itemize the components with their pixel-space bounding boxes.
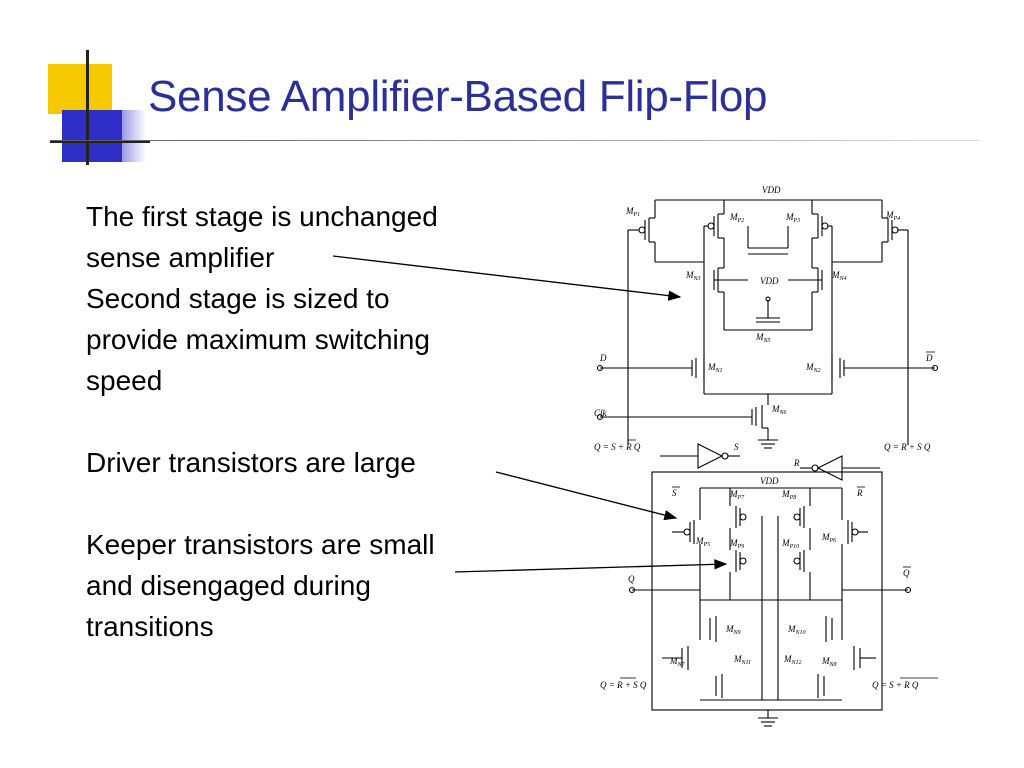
- deco-blue-square: [62, 110, 122, 162]
- text-line: provide maximum switching: [86, 324, 430, 355]
- transistor-label-mn1: MN1: [707, 362, 723, 374]
- clk-input-label: Clk: [594, 408, 608, 418]
- transistor-label-mn12: MN12: [783, 654, 802, 666]
- text-line: The first stage is unchanged: [86, 201, 438, 232]
- vdd-inner-label: VDD: [760, 276, 779, 286]
- r-bar-label: R: [856, 488, 863, 498]
- d-bar-input-label: D: [925, 353, 933, 363]
- arrow-to-keeper: [454, 559, 728, 573]
- deco-horizontal-line: [50, 140, 150, 143]
- deco-yellow-square: [48, 64, 112, 114]
- transistor-label-mn3: MN3: [685, 270, 701, 282]
- transistor-label-mn4: MN4: [831, 270, 847, 282]
- vdd-mid-label: VDD: [760, 476, 779, 486]
- slide-title: Sense Amplifier-Based Flip-Flop: [148, 72, 768, 121]
- paragraph-driver: Driver transistors are large: [86, 442, 416, 483]
- overbars: [620, 351, 938, 679]
- eq-right-bottom: Q = S + R Q: [872, 680, 919, 690]
- r-node-label: R: [793, 458, 800, 468]
- transistor-label-mp1: MP1: [625, 206, 640, 218]
- eq-right-top: Q = R + S Q: [884, 442, 931, 452]
- transistor-label-mn10: MN10: [787, 624, 806, 636]
- deco-blue-fade: [122, 110, 146, 162]
- transistor-label-mp4: MP4: [885, 210, 900, 222]
- paragraph-first-stage: The first stage is unchanged sense ampli…: [86, 196, 438, 401]
- transistor-label-mp3: MP3: [785, 212, 800, 224]
- text-line: speed: [86, 365, 163, 396]
- text-line: Keeper transistors are small: [86, 529, 435, 560]
- d-input-label: D: [599, 353, 607, 363]
- vdd-top-label: VDD: [762, 185, 781, 195]
- arrow-to-driver: [495, 471, 678, 521]
- q-output-label: Q: [628, 574, 635, 584]
- text-line: transitions: [86, 611, 214, 642]
- transistor-label-mp9: MP9: [729, 538, 744, 550]
- text-line: and disengaged during: [86, 570, 371, 601]
- transistor-label-mp2: MP2: [729, 212, 744, 224]
- transistor-label-mn11: MN11: [733, 654, 751, 666]
- paragraph-keeper: Keeper transistors are small and disenga…: [86, 524, 435, 647]
- transistor-label-mn5: MN5: [755, 332, 771, 344]
- eq-left-bottom: Q = R + S Q: [600, 680, 647, 690]
- transistor-label-mn2: MN2: [805, 362, 821, 374]
- transistor-label-mp6: MP6: [821, 532, 836, 544]
- transistor-label-mn6: MN6: [771, 404, 787, 416]
- circuit-wires: [596, 199, 939, 727]
- transistor-label-mn8: MN8: [821, 656, 837, 668]
- transistor-label-mn9: MN9: [725, 624, 741, 636]
- transistor-label-mp5: MP5: [695, 536, 710, 548]
- text-line: Driver transistors are large: [86, 447, 416, 478]
- text-line: sense amplifier: [86, 242, 275, 273]
- transistor-label-mp8: MP8: [781, 489, 796, 501]
- deco-vertical-line: [86, 50, 89, 165]
- s-node-label: S: [734, 442, 739, 452]
- schematic-labels: VDD VDD VDD D D Clk S R S R Q Q Q = S + …: [594, 185, 938, 690]
- q-bar-output-label: Q: [903, 568, 910, 578]
- text-line: Second stage is sized to: [86, 283, 390, 314]
- transistor-label-mn7: MN7: [669, 656, 686, 668]
- s-bar-label: S: [672, 488, 677, 498]
- arrow-to-sense-amp: [332, 255, 682, 301]
- eq-left-top: Q = S + R Q: [594, 442, 641, 452]
- title-underline: [50, 140, 980, 141]
- transistor-label-mp7: MP7: [729, 489, 745, 501]
- transistor-label-mp10: MP10: [781, 538, 799, 550]
